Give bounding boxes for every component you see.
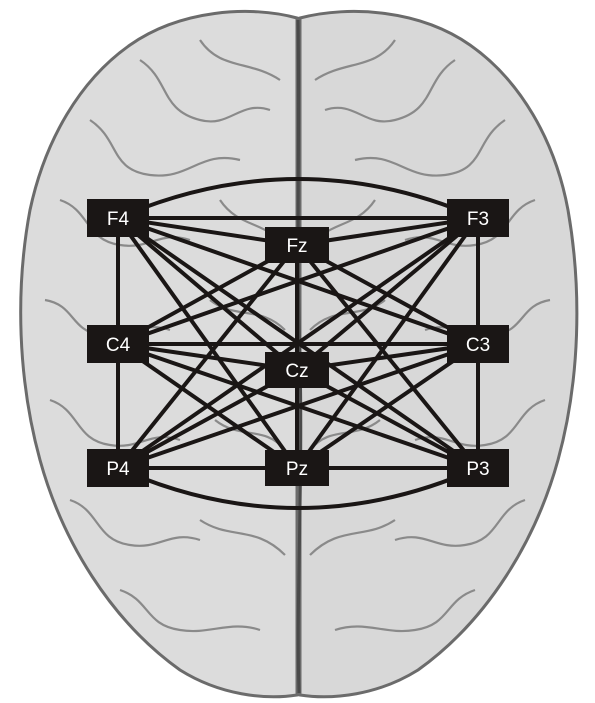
- electrode-node-fz: Fz: [265, 227, 329, 263]
- electrode-label: F4: [107, 209, 130, 230]
- electrode-node-cz: Cz: [265, 352, 329, 388]
- electrode-label: F3: [467, 209, 489, 230]
- electrode-label: C3: [466, 335, 490, 356]
- electrode-label: C4: [106, 335, 131, 356]
- electrode-node-f3: F3: [447, 199, 509, 237]
- electrode-node-c4: C4: [87, 325, 149, 363]
- electrode-node-p4: P4: [87, 449, 149, 487]
- electrode-node-f4: F4: [87, 199, 149, 237]
- electrode-node-c3: C3: [447, 325, 509, 363]
- electrode-label: P3: [466, 459, 489, 480]
- right-hemisphere-outline: [21, 11, 297, 696]
- electrode-label: Pz: [286, 459, 308, 480]
- electrode-label: P4: [106, 459, 130, 480]
- electrode-node-pz: Pz: [265, 450, 329, 486]
- left-hemisphere-outline: [300, 11, 577, 696]
- electrode-label: Cz: [285, 361, 308, 382]
- electrode-node-p3: P3: [447, 449, 509, 487]
- electrode-label: Fz: [286, 236, 307, 257]
